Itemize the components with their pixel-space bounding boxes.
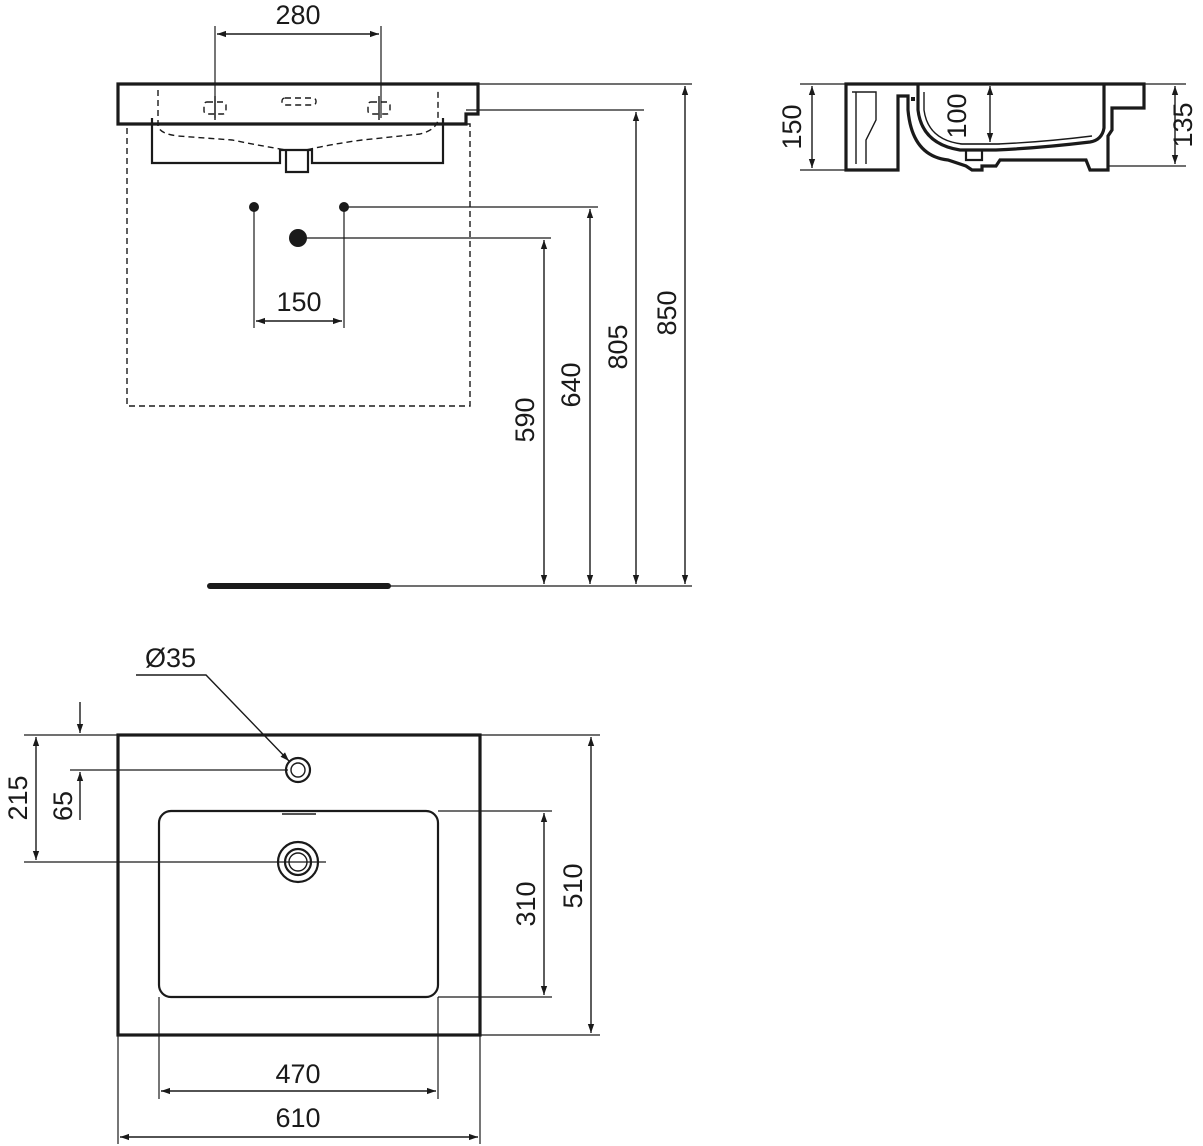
- bowl-underside: [150, 118, 445, 165]
- waste-trap-stub: [284, 150, 310, 174]
- dim-100: 100: [942, 93, 972, 138]
- overflow-marker: [911, 97, 915, 101]
- bowl-top-outline: [157, 809, 440, 999]
- tap-hole-icon: [284, 756, 312, 784]
- dim-135: 135: [1168, 102, 1198, 147]
- dim-590: 590: [510, 397, 540, 442]
- dim-215: 215: [3, 775, 33, 820]
- dim-850: 850: [652, 290, 682, 335]
- dim-280: 280: [275, 0, 320, 30]
- supply-point-left: [249, 202, 259, 212]
- tap-hole-right-icon: [367, 96, 391, 120]
- dim-470: 470: [275, 1059, 320, 1089]
- waste-section: [964, 150, 984, 162]
- bowl-section: [916, 84, 1106, 152]
- dim-150-side: 150: [777, 104, 807, 149]
- side-outline: [844, 82, 1146, 172]
- dim-610: 610: [275, 1103, 320, 1133]
- dim-510: 510: [558, 863, 588, 908]
- front-view: 280 150 590 640 805 850: [116, 0, 692, 589]
- dim-diameter-35: Ø35: [145, 643, 196, 673]
- vanity-unit-outline: [126, 123, 471, 407]
- dim-640: 640: [556, 362, 586, 407]
- overflow-slot: [281, 97, 317, 106]
- side-panel-detail: [852, 91, 877, 164]
- basin-top-outline: [116, 733, 482, 1037]
- dim-805: 805: [603, 324, 633, 369]
- dim-65: 65: [48, 791, 78, 821]
- bowl-hidden-contour: [157, 90, 439, 151]
- basin-front-outline: [116, 82, 480, 126]
- top-view: Ø35 65 215 310 510 470 610: [3, 643, 600, 1144]
- dim-310: 310: [511, 881, 541, 926]
- dim-150-supply: 150: [276, 287, 321, 317]
- side-view: 150 100 135: [777, 82, 1198, 172]
